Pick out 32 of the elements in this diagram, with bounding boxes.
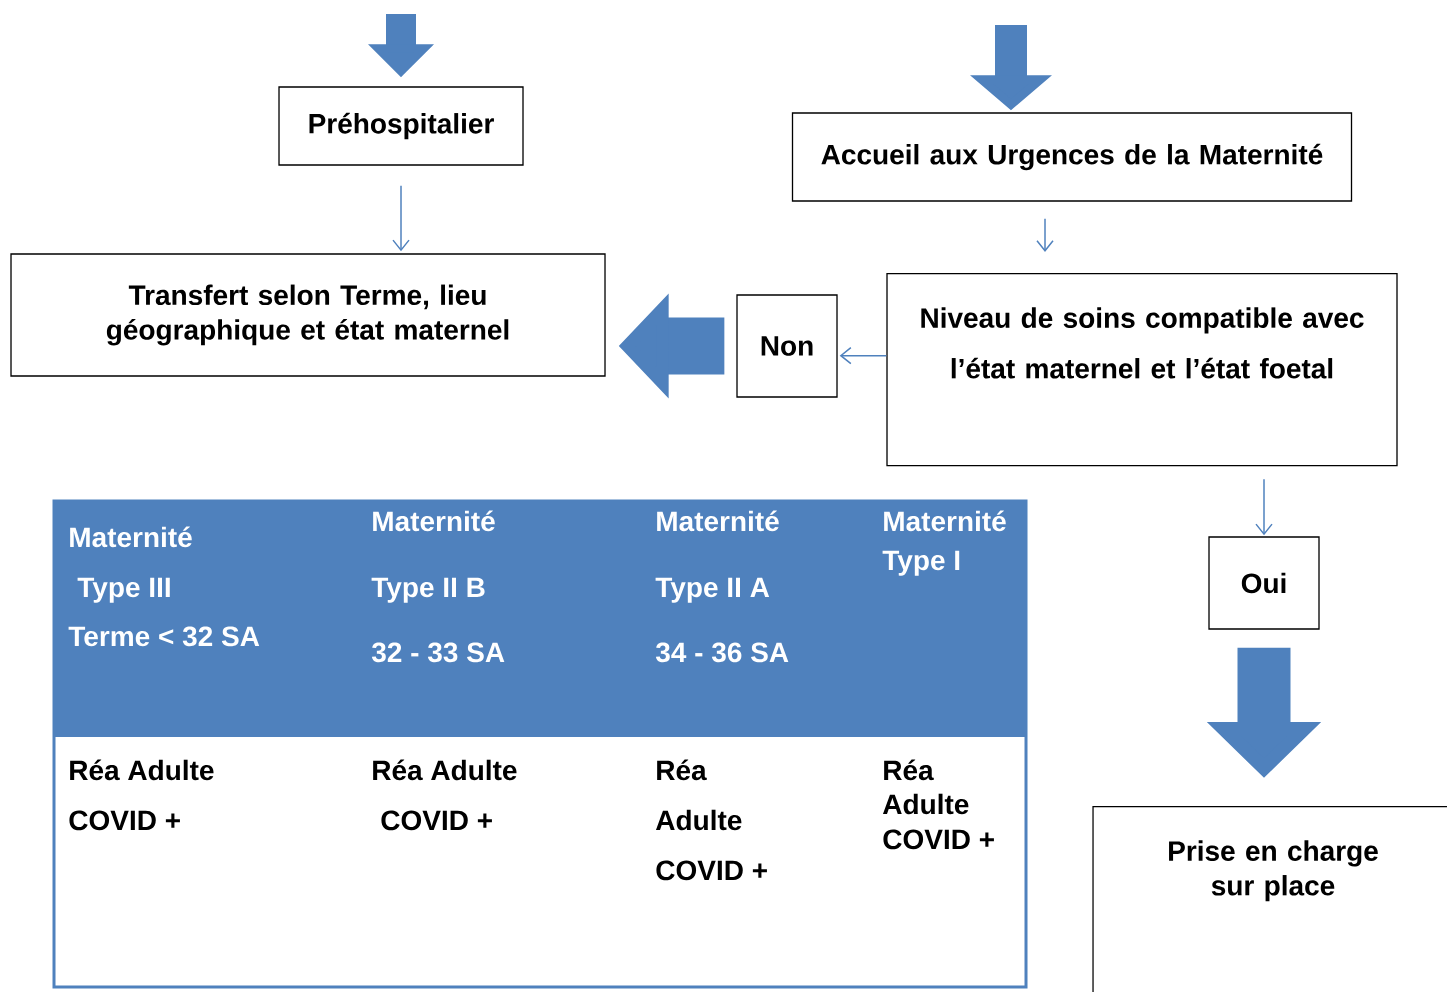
cell-text: COVID + xyxy=(656,860,767,881)
header-text: Type III xyxy=(77,577,170,603)
process-box: Transfert selon Terme, lieu géographique et état maternel xyxy=(10,253,606,377)
header-text: Maternité xyxy=(70,526,192,548)
cell-text: Réa Adulte xyxy=(70,759,214,781)
header-text: Maternité xyxy=(373,510,495,532)
answer-box: Non xyxy=(736,294,838,398)
answer-box: Oui xyxy=(1208,536,1320,630)
arrow xyxy=(392,184,410,252)
arrow xyxy=(1036,217,1054,252)
header-text: 32 - 33 SA xyxy=(371,642,505,663)
process-box: Prise en charge sur place xyxy=(1092,806,1447,992)
cell-text: COVID + xyxy=(69,810,180,831)
process-box: Niveau de soins compatible avec l’état maternel et l’état foetal xyxy=(886,273,1398,467)
header-text: Maternité xyxy=(657,510,779,532)
header-text: Terme < 32 SA xyxy=(68,626,260,647)
header-text: Maternité xyxy=(884,510,1006,532)
cell-text: Adulte xyxy=(882,793,969,815)
cell-text: Réa Adulte xyxy=(373,759,517,781)
arrow xyxy=(1255,478,1273,536)
cell-text: Réa xyxy=(884,759,934,781)
header-text: 34 - 36 SA xyxy=(655,642,789,663)
cell-text: COVID + xyxy=(883,829,994,850)
header-text: Type II B xyxy=(371,577,485,603)
arrow xyxy=(839,346,888,365)
process-box: Préhospitalier xyxy=(278,86,524,166)
header-text: Type I xyxy=(882,550,960,576)
cell-text: Réa xyxy=(657,759,707,781)
cell-text: COVID + xyxy=(381,810,492,831)
cell-text: Adulte xyxy=(655,809,742,831)
header-text: Type II A xyxy=(655,577,770,603)
process-box: Accueil aux Urgences de la Maternité xyxy=(791,112,1353,202)
